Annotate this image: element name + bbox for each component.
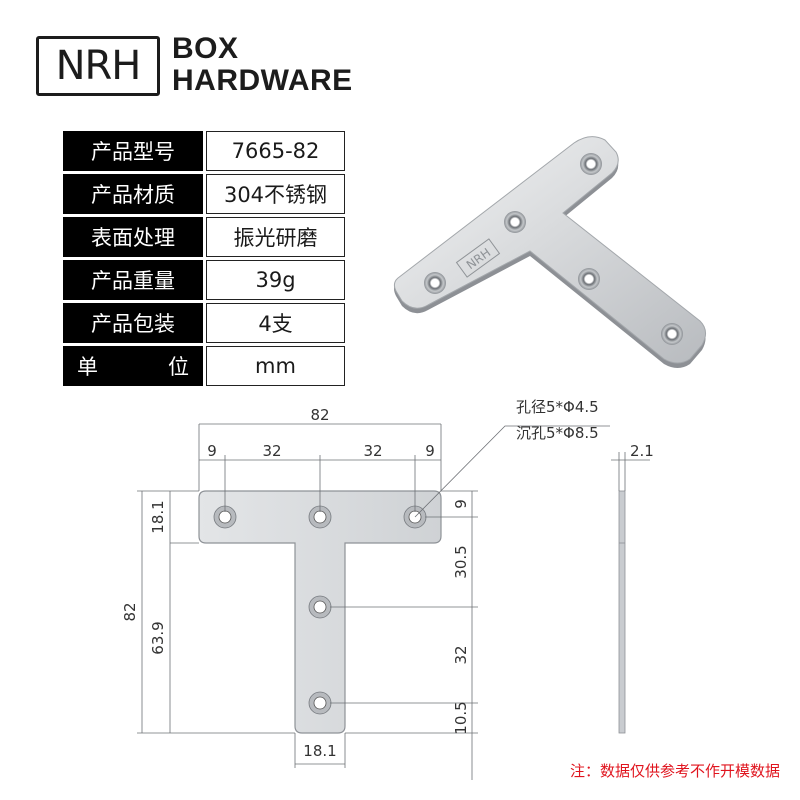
spec-row: 产品重量 39g bbox=[63, 260, 345, 300]
brand-name: BOX HARDWARE bbox=[172, 33, 353, 97]
spec-row: 产品材质 304不锈钢 bbox=[63, 174, 345, 214]
spec-value: mm bbox=[206, 346, 345, 386]
front-view bbox=[137, 423, 610, 780]
product-photo: NRH bbox=[393, 136, 706, 368]
side-view bbox=[611, 452, 650, 734]
dim-top-arm-height: 18.1 bbox=[149, 500, 167, 533]
countersink-note: 沉孔5*Φ8.5 bbox=[516, 424, 599, 442]
spec-label: 单位 bbox=[63, 346, 203, 386]
hole-set bbox=[213, 505, 427, 715]
hole bbox=[313, 510, 327, 524]
hole bbox=[218, 510, 232, 524]
brand-line-1: BOX bbox=[172, 32, 239, 65]
hole bbox=[313, 696, 327, 710]
photo-hole bbox=[580, 153, 602, 175]
spec-table: 产品型号 7665-82 产品材质 304不锈钢 表面处理 振光研磨 产品重量 … bbox=[60, 128, 348, 389]
dim-x-spacing: 32 bbox=[262, 442, 281, 460]
dim-overall-width: 82 bbox=[310, 406, 329, 424]
spec-label: 产品包装 bbox=[63, 303, 203, 343]
spec-value: 7665-82 bbox=[206, 131, 345, 171]
photo-hole bbox=[578, 268, 600, 290]
brand-line-2: HARDWARE bbox=[172, 64, 353, 97]
dim-thickness: 2.1 bbox=[630, 442, 654, 460]
photo-hole bbox=[661, 323, 683, 345]
spec-label: 产品型号 bbox=[63, 131, 203, 171]
dim-overall-height: 82 bbox=[121, 602, 139, 621]
leader-line bbox=[414, 425, 610, 518]
spec-row: 产品型号 7665-82 bbox=[63, 131, 345, 171]
emboss-frame bbox=[455, 238, 501, 278]
dim-y-spacing: 9 bbox=[452, 499, 470, 509]
dim-y-spacing: 30.5 bbox=[452, 545, 470, 578]
dim-x-spacing: 9 bbox=[425, 442, 435, 460]
disclaimer-note: 注：数据仅供参考不作开模数据 bbox=[569, 762, 780, 780]
dimension-labels: 82 9 32 32 9 18.1 82 18.1 63.9 9 30.5 32… bbox=[121, 398, 654, 760]
spec-value: 振光研磨 bbox=[206, 217, 345, 257]
dim-y-spacing: 32 bbox=[452, 645, 470, 664]
hole-note: 孔径5*Φ4.5 bbox=[516, 398, 599, 416]
spec-label: 表面处理 bbox=[63, 217, 203, 257]
spec-value: 39g bbox=[206, 260, 345, 300]
photo-hole bbox=[424, 272, 446, 294]
spec-row: 单位 mm bbox=[63, 346, 345, 386]
spec-row: 表面处理 振光研磨 bbox=[63, 217, 345, 257]
spec-value: 304不锈钢 bbox=[206, 174, 345, 214]
spec-value: 4支 bbox=[206, 303, 345, 343]
logo-mark: NRH bbox=[36, 36, 160, 96]
plate-side-profile bbox=[618, 490, 626, 734]
logo-mark-text: NRH bbox=[55, 43, 142, 89]
dim-stem-height: 63.9 bbox=[149, 621, 167, 654]
photo-hole bbox=[504, 211, 526, 233]
dim-x-spacing: 9 bbox=[207, 442, 217, 460]
spec-label: 产品重量 bbox=[63, 260, 203, 300]
dim-y-spacing: 10.5 bbox=[452, 701, 470, 734]
spec-label: 产品材质 bbox=[63, 174, 203, 214]
spec-row: 产品包装 4支 bbox=[63, 303, 345, 343]
dim-stem-width: 18.1 bbox=[303, 742, 336, 760]
plate-photo bbox=[393, 136, 706, 364]
dim-x-spacing: 32 bbox=[363, 442, 382, 460]
hole bbox=[313, 600, 327, 614]
